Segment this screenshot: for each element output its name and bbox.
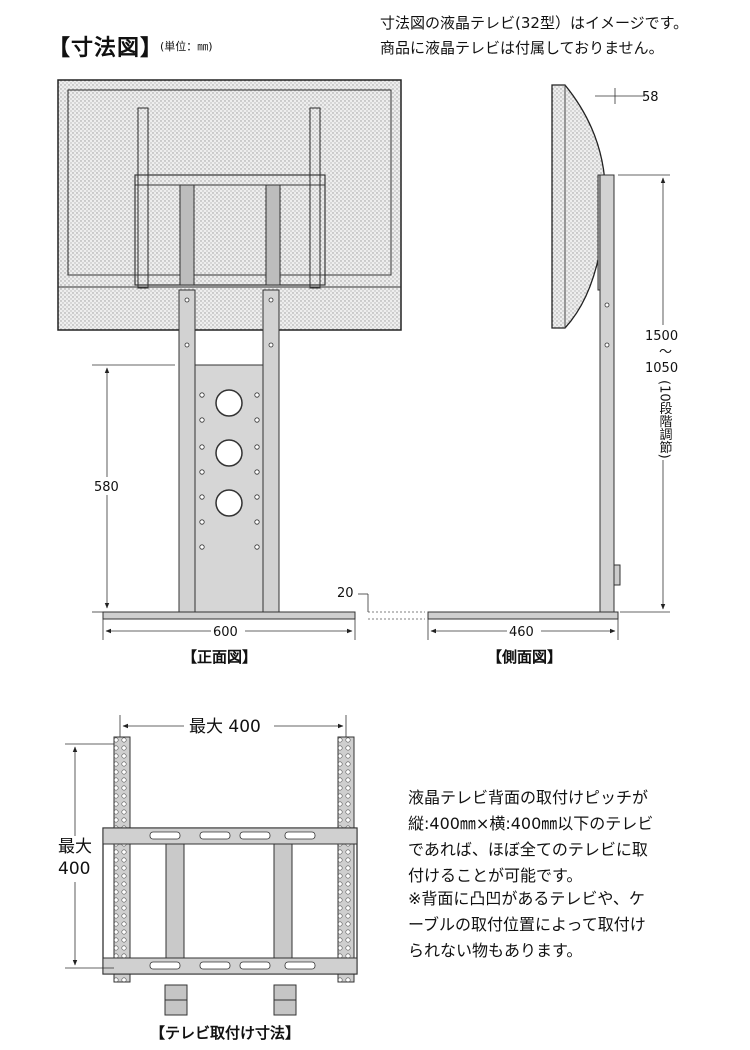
mount-description: 液晶テレビ背面の取付けピッチが 縦:400㎜×横:400㎜以下のテレビ であれば…: [408, 785, 653, 889]
description-line: 液晶テレビ背面の取付けピッチが: [408, 788, 649, 807]
front-base: [102, 611, 356, 620]
description-line: 縦:400㎜×横:400㎜以下のテレビ: [408, 814, 654, 833]
front-view-caption: 【正面図】: [182, 648, 258, 666]
width-dim-600: 600: [213, 625, 238, 640]
height-dim-580: 580: [94, 480, 119, 495]
mount-height-label-top: 最大: [58, 837, 92, 857]
offset-dim-58: 58: [642, 90, 659, 105]
side-view: 58 1500 〜 1050 (10段階調節) 460 20: [337, 84, 683, 640]
height-range-top: 1500: [645, 329, 678, 344]
depth-dim-460: 460: [509, 625, 534, 640]
mount-width-label: 最大 400: [189, 717, 261, 737]
diagram-title: 【寸法図】: [48, 36, 164, 61]
note-line-1: 寸法図の液晶テレビ(32型）はイメージです。: [380, 14, 689, 32]
description-line: であれば、ほぼ全てのテレビに取: [408, 840, 648, 859]
mount-view: 最大 400 最大 400: [55, 714, 358, 1016]
height-range-bottom: 1050: [645, 361, 678, 376]
tv-screen: [67, 89, 392, 276]
mount-height-label-bottom: 400: [58, 859, 90, 879]
base-thickness-dim-20: 20: [337, 586, 354, 601]
side-view-caption: 【側面図】: [487, 648, 563, 666]
mount-caution-note: ※背面に凸凹があるテレビや、ケ ーブルの取付位置によって取付け られない物もあり…: [408, 886, 646, 964]
cable-hole: [215, 489, 243, 517]
front-pole-left: [178, 289, 196, 613]
mount-view-caption: 【テレビ取付け寸法】: [150, 1024, 301, 1042]
caution-line: ーブルの取付位置によって取付け: [408, 915, 646, 934]
tv-side-profile: [551, 84, 607, 329]
note-line-2: 商品に液晶テレビは付属しておりません。: [380, 39, 664, 57]
mount-rail-right: [337, 736, 355, 983]
tv-bracket: [134, 174, 326, 286]
unit-label: (単位：㎜): [160, 40, 213, 53]
height-adjust-note: (10段階調節): [657, 380, 673, 459]
front-view: 580 600: [57, 79, 402, 640]
front-pole-right: [262, 289, 280, 613]
mount-frame: [102, 827, 358, 975]
caution-line: ※背面に凸凹があるテレビや、ケ: [408, 889, 645, 908]
vesa-rail-left: [137, 107, 149, 289]
vesa-rail-right: [309, 107, 321, 289]
side-pole: [599, 174, 615, 613]
side-base: [427, 611, 619, 620]
cable-hole: [215, 389, 243, 417]
height-range-sep: 〜: [659, 345, 672, 360]
mount-rail-left: [113, 736, 131, 983]
description-line: 付けることが可能です。: [408, 866, 583, 885]
cable-hole: [215, 439, 243, 467]
caution-line: られない物もあります。: [408, 941, 583, 960]
